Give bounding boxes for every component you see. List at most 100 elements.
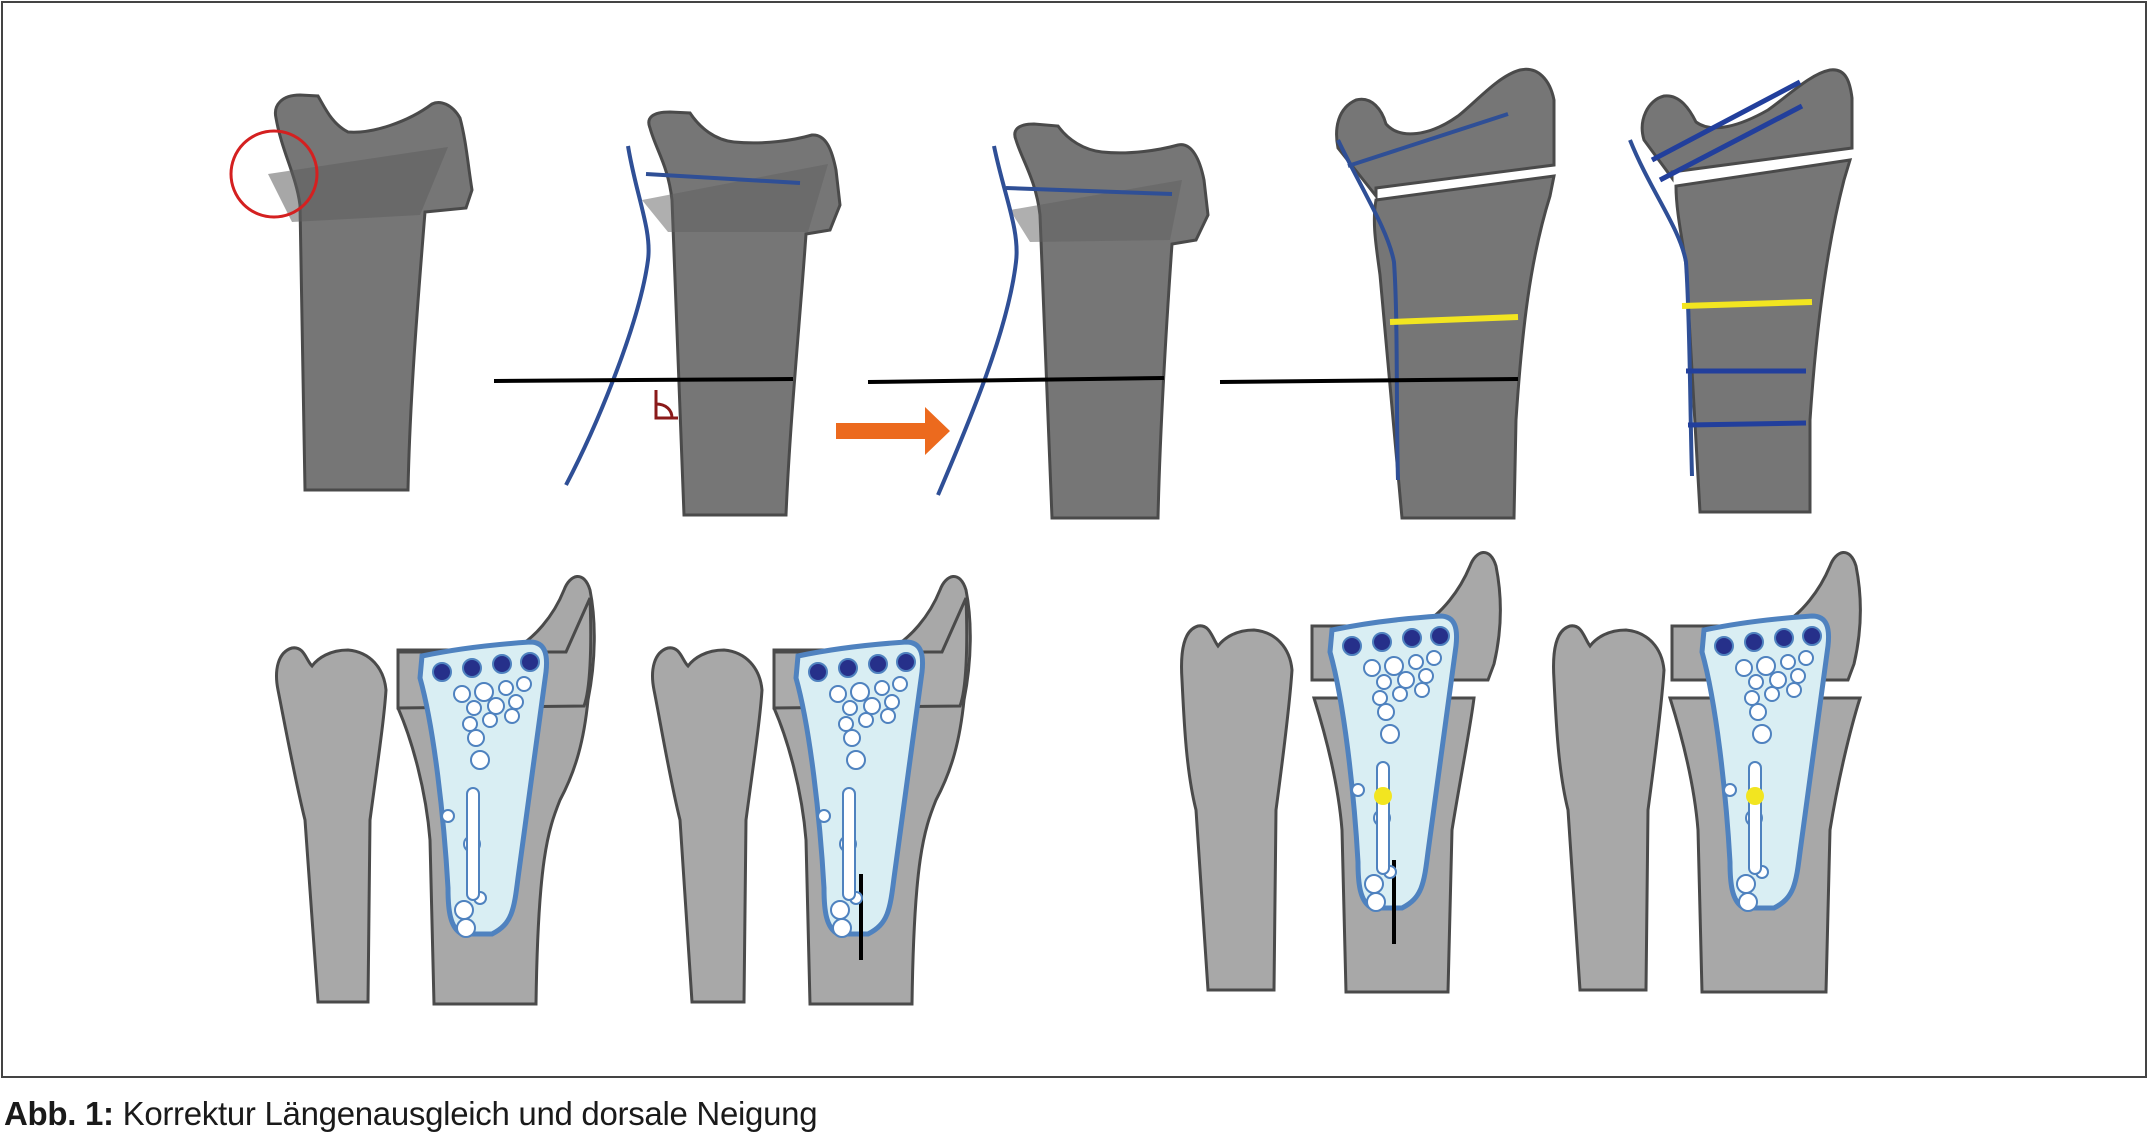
slot-screw-marker bbox=[1746, 787, 1764, 805]
plate-hole bbox=[1377, 703, 1395, 721]
marker-circle bbox=[229, 129, 319, 219]
locking-screw-head bbox=[868, 654, 888, 674]
plate-hole bbox=[1364, 874, 1384, 894]
locking-screw-head bbox=[1802, 626, 1822, 646]
k-wire-1 bbox=[1650, 79, 1802, 163]
plate-hole bbox=[474, 682, 494, 702]
radius-lateral-osteotomy bbox=[1219, 67, 1556, 520]
plate-hole bbox=[462, 716, 478, 732]
plate-hole bbox=[1790, 668, 1806, 684]
plate-hole bbox=[1738, 892, 1758, 912]
plate-hole bbox=[482, 712, 498, 728]
plate-hole bbox=[884, 694, 900, 710]
radius-lateral-corrected bbox=[867, 122, 1210, 520]
plate-hole bbox=[892, 676, 908, 692]
plate-hole bbox=[1756, 656, 1776, 676]
locking-screw-head bbox=[1342, 636, 1362, 656]
plate-hole bbox=[466, 700, 482, 716]
plate-hole bbox=[850, 682, 870, 702]
locking-screw-head bbox=[808, 662, 828, 682]
plate-hole bbox=[1744, 690, 1760, 706]
plate-hole bbox=[1414, 682, 1430, 698]
slot-screw-marker bbox=[1374, 787, 1392, 805]
ulna bbox=[1180, 624, 1294, 992]
osteotomy-line bbox=[1681, 299, 1813, 309]
plate-hole bbox=[441, 809, 455, 823]
locking-screw-head bbox=[432, 662, 452, 682]
frontal-view-plate-1 bbox=[275, 575, 596, 1006]
plate-hole bbox=[1363, 659, 1381, 677]
plate-hole bbox=[1736, 874, 1756, 894]
guide-line bbox=[936, 145, 1019, 496]
radius-lateral-original bbox=[229, 93, 474, 492]
plate-hole bbox=[1426, 650, 1442, 666]
radius-lateral-wires bbox=[1628, 68, 1854, 514]
plate-hole bbox=[1366, 892, 1386, 912]
plate-hole bbox=[829, 685, 847, 703]
plate-hole bbox=[874, 680, 890, 696]
locking-screw-head bbox=[896, 652, 916, 672]
plate-hole bbox=[842, 700, 858, 716]
caption-label: Abb. 1: bbox=[4, 1095, 114, 1132]
reference-line bbox=[1219, 377, 1519, 384]
plate-hole bbox=[1392, 686, 1408, 702]
plate-hole bbox=[1780, 654, 1796, 670]
ulna bbox=[651, 646, 764, 1004]
plate-hole bbox=[1786, 682, 1802, 698]
radius-lateral-planning bbox=[493, 110, 842, 517]
reference-line bbox=[867, 376, 1165, 384]
plate-hole bbox=[1798, 650, 1814, 666]
plate-hole bbox=[1376, 674, 1392, 690]
figure-illustration bbox=[229, 67, 1863, 1006]
plate-hole bbox=[487, 697, 505, 715]
distal-fragment-shadow bbox=[268, 147, 448, 222]
plate-hole bbox=[504, 708, 520, 724]
plate-hole bbox=[1380, 724, 1400, 744]
plate-hole bbox=[1723, 783, 1737, 797]
locking-screw-head bbox=[1744, 632, 1764, 652]
plate-hole bbox=[454, 900, 474, 920]
plate-hole bbox=[858, 712, 874, 728]
distal-fragment-shadow bbox=[1010, 180, 1182, 242]
plate-hole bbox=[1735, 659, 1753, 677]
reference-line bbox=[493, 377, 794, 383]
locking-screw-head bbox=[462, 658, 482, 678]
plate-holes bbox=[432, 626, 1822, 938]
plate-hole bbox=[1769, 671, 1787, 689]
guide-line bbox=[1336, 139, 1400, 481]
plate-hole bbox=[1748, 674, 1764, 690]
plate-hole bbox=[453, 685, 471, 703]
plate-hole bbox=[846, 750, 866, 770]
k-wire-2 bbox=[1658, 103, 1804, 183]
frontal-view-plate-4 bbox=[1552, 551, 1863, 994]
locking-screw-head bbox=[1402, 628, 1422, 648]
plate-slot bbox=[1376, 761, 1390, 875]
right-angle-mark bbox=[654, 390, 678, 420]
plate-slot bbox=[1748, 761, 1762, 875]
locking-screw-head bbox=[1714, 636, 1734, 656]
joint-line bbox=[1005, 186, 1173, 196]
plate-hole bbox=[1764, 686, 1780, 702]
locking-screw-head bbox=[838, 658, 858, 678]
plate-hole bbox=[1372, 690, 1388, 706]
plate-hole bbox=[843, 729, 861, 747]
k-wire-4 bbox=[1687, 420, 1807, 428]
arrow-icon bbox=[836, 407, 950, 455]
plate-hole bbox=[817, 809, 831, 823]
plate-hole bbox=[508, 694, 524, 710]
joint-line bbox=[645, 172, 801, 185]
osteotomy-line bbox=[1389, 314, 1519, 325]
plate-hole bbox=[498, 680, 514, 696]
plate-hole bbox=[516, 676, 532, 692]
plate-hole bbox=[1408, 654, 1424, 670]
ulna bbox=[1552, 624, 1666, 992]
plate-hole bbox=[467, 729, 485, 747]
guide-line bbox=[564, 145, 651, 486]
plate-hole bbox=[1384, 656, 1404, 676]
plate-hole bbox=[1752, 724, 1772, 744]
locking-screw-head bbox=[1774, 628, 1794, 648]
caption-text: Korrektur Längenausgleich und dorsale Ne… bbox=[122, 1095, 818, 1132]
plate-hole bbox=[1351, 783, 1365, 797]
plate-hole bbox=[863, 697, 881, 715]
joint-line bbox=[1347, 112, 1509, 168]
